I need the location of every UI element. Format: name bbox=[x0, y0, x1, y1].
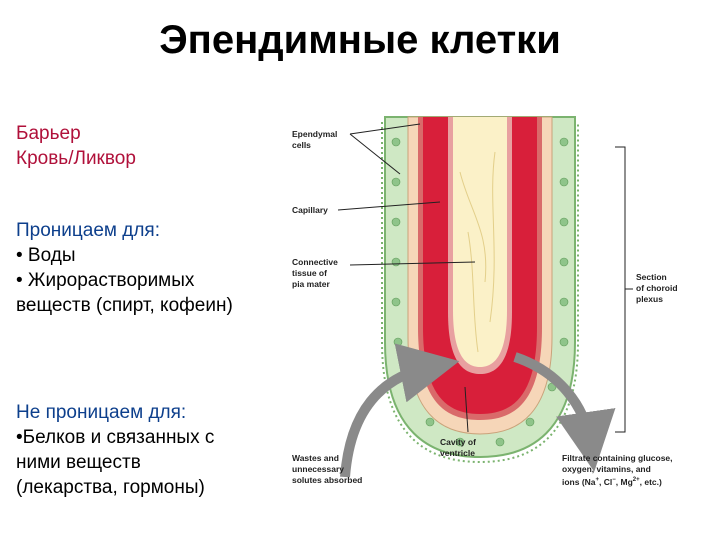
connective-leader bbox=[349, 261, 476, 266]
label-wastes-2: unnecessary bbox=[292, 464, 344, 474]
connective-tissue-core bbox=[453, 117, 507, 367]
label-section-1: Section bbox=[636, 272, 667, 282]
impermeable-item: (лекарства, гормоны) bbox=[16, 477, 205, 498]
capillary-leader bbox=[337, 201, 441, 211]
label-filtrate-2: oxygen, vitamins, and bbox=[562, 464, 651, 474]
permeable-heading: Проницаем для: bbox=[16, 220, 160, 241]
label-filtrate-3: ions (Na+, Cl−, Mg2+, etc.) bbox=[562, 477, 662, 487]
permeable-item: веществ (спирт, кофеин) bbox=[16, 295, 233, 316]
label-wastes-3: solutes absorbed bbox=[292, 475, 362, 485]
label-section-2: of choroid bbox=[636, 283, 678, 293]
label-cavity-2: ventricle bbox=[440, 448, 475, 458]
label-filtrate-1: Filtrate containing glucose, bbox=[562, 453, 673, 463]
label-connective-1: Connective bbox=[292, 257, 338, 267]
cilia-fringe bbox=[381, 122, 579, 464]
section-bracket bbox=[615, 146, 626, 433]
barrier-label: Барьер Кровь/Ликвор bbox=[16, 121, 136, 171]
impermeable-item: •Белков и связанных с bbox=[16, 427, 215, 448]
label-connective-2: tissue of bbox=[292, 268, 327, 278]
cavity-leader bbox=[464, 386, 469, 433]
filtration-arrow bbox=[513, 352, 616, 472]
permeable-item: • Жирорастворимых bbox=[16, 270, 195, 291]
permeable-list: Проницаем для: • Воды • Жирорастворимых … bbox=[16, 218, 233, 318]
barrier-line-2: Кровь/Ликвор bbox=[16, 148, 136, 169]
label-cavity-1: Cavity of bbox=[440, 437, 476, 447]
slide-title: Эпендимные клетки bbox=[159, 18, 561, 62]
choroid-plexus-diagram: Ependymal cells Capillary Connective tis… bbox=[292, 116, 678, 487]
label-wastes-1: Wastes and bbox=[292, 453, 339, 463]
label-connective-3: pia mater bbox=[292, 279, 330, 289]
label-ependymal: Ependymal bbox=[292, 129, 337, 139]
ependymal-leader bbox=[349, 123, 421, 135]
connective-fibers bbox=[459, 151, 496, 353]
impermeable-list: Не проницаем для: •Белков и связанных с … bbox=[16, 400, 214, 500]
impermeable-item: ними веществ bbox=[16, 452, 141, 473]
ependymal-nuclei bbox=[391, 137, 569, 447]
ependymal-leader-2 bbox=[349, 133, 401, 175]
label-capillary: Capillary bbox=[292, 205, 328, 215]
absorption-arrow bbox=[340, 343, 460, 478]
permeable-item: • Воды bbox=[16, 245, 76, 266]
barrier-line-1: Барьер bbox=[16, 123, 81, 144]
label-section-3: plexus bbox=[636, 294, 663, 304]
label-ependymal-2: cells bbox=[292, 140, 311, 150]
impermeable-heading: Не проницаем для: bbox=[16, 402, 187, 423]
